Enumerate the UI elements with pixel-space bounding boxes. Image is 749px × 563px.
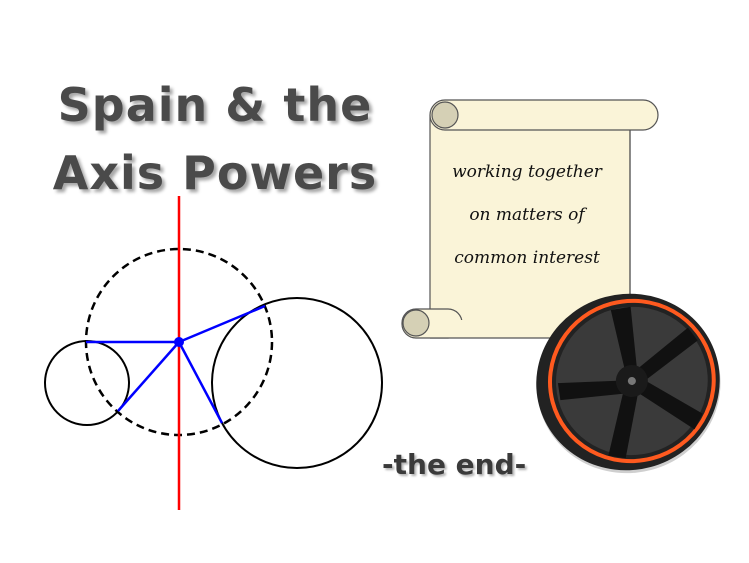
diagram: [44, 196, 383, 510]
scroll-line-3: common interest: [454, 248, 600, 268]
scroll-line-1: working together: [452, 162, 602, 182]
end-text: -the end-: [382, 448, 527, 481]
hub-point: [174, 337, 184, 347]
title-line-1: Spain & the: [57, 78, 373, 132]
spoke: [177, 341, 224, 424]
spoke: [178, 304, 266, 344]
scroll-line-2: on matters of: [469, 205, 585, 225]
spoke: [117, 341, 180, 412]
large-circle: [211, 297, 383, 469]
wheel-icon: [536, 293, 721, 474]
spokes: [86, 304, 266, 424]
scroll-icon: [401, 99, 659, 339]
title-line-2: Axis Powers: [52, 146, 378, 200]
